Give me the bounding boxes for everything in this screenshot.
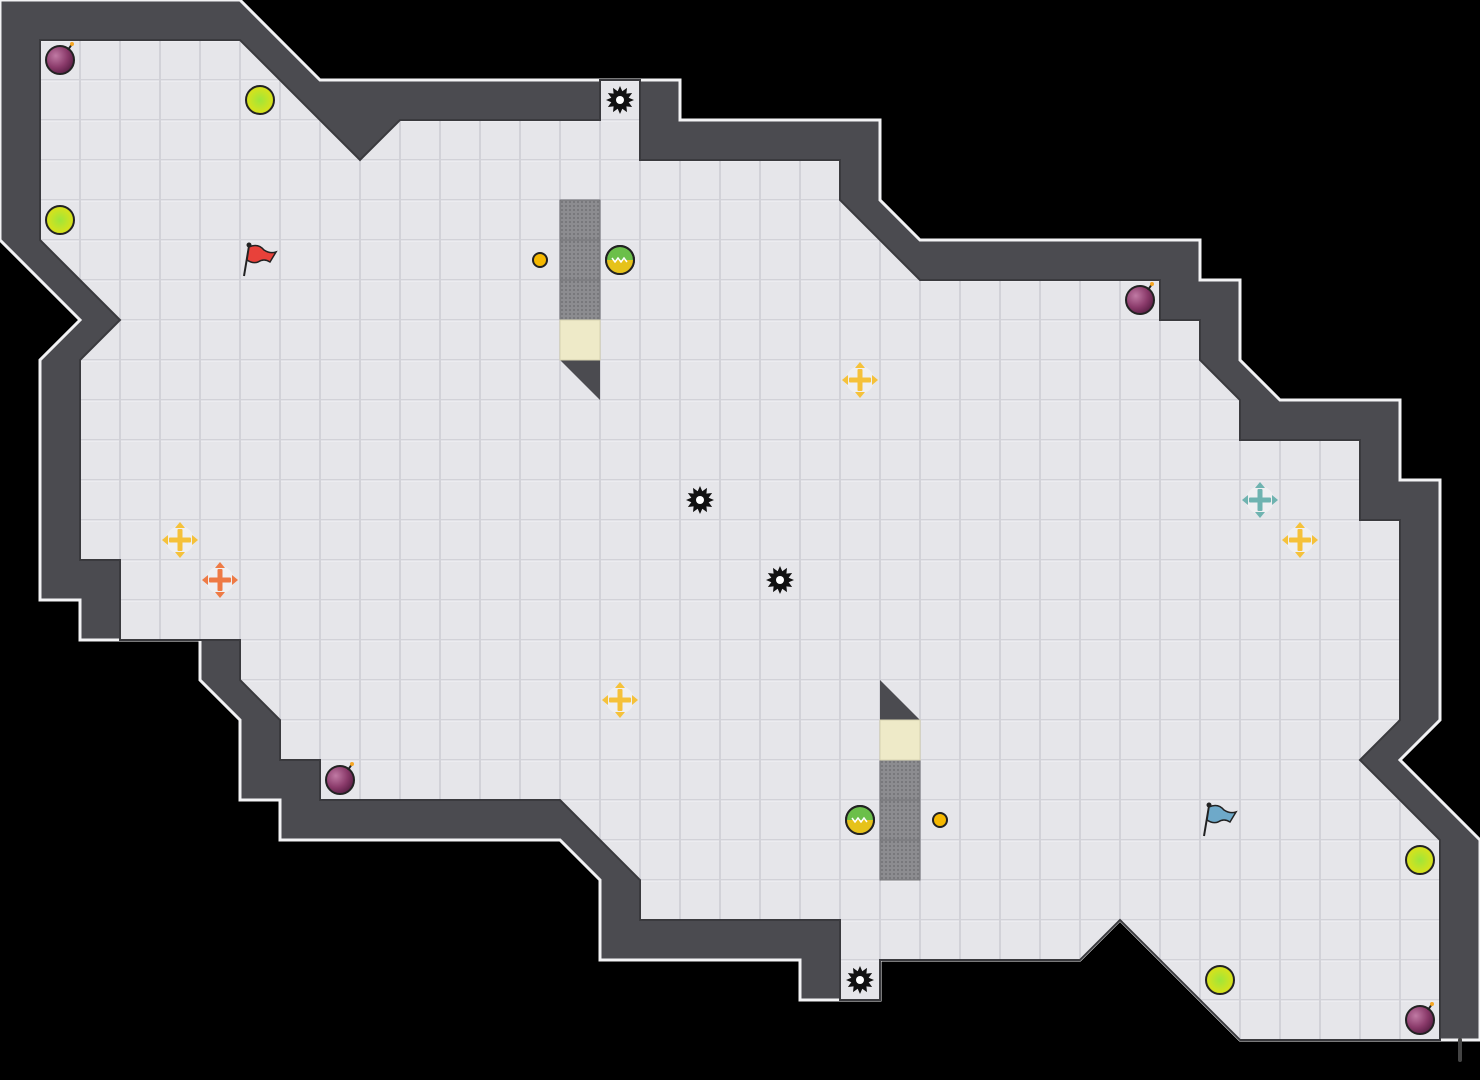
gate-tile: [559, 239, 601, 281]
gate-tile: [879, 759, 921, 801]
gate-tile: [559, 279, 601, 321]
gates-layer: [559, 199, 921, 881]
powerup-icon: [245, 85, 275, 115]
wall-corner: [880, 680, 920, 720]
blue-boost-icon: [1242, 482, 1278, 518]
gate-switch-tile: [559, 319, 601, 361]
arena-floor: [39, 39, 1441, 1041]
spike-icon: [766, 566, 794, 594]
corner-marker: [1458, 1038, 1462, 1062]
blue-flag-icon: [1203, 802, 1238, 837]
powerup-icon: [1205, 965, 1235, 995]
boost-icon: [602, 682, 638, 718]
spike-icon: [846, 966, 874, 994]
gate-tile: [879, 799, 921, 841]
gate-marker-icon: [605, 245, 635, 275]
button-icon: [532, 252, 548, 268]
gate-marker-icon: [845, 805, 875, 835]
red-flag-icon: [243, 242, 278, 277]
spike-icon: [606, 86, 634, 114]
bomb-icon: [325, 762, 355, 795]
bomb-icon: [45, 42, 75, 75]
red-boost-icon: [202, 562, 238, 598]
bomb-icon: [1405, 1002, 1435, 1035]
powerup-icon: [45, 205, 75, 235]
gate-tile: [559, 199, 601, 241]
gate-switch-layer: [559, 319, 921, 761]
wall-corner: [560, 360, 600, 400]
powerup-icon: [1405, 845, 1435, 875]
boost-icon: [162, 522, 198, 558]
gate-switch-tile: [879, 719, 921, 761]
boost-icon: [842, 362, 878, 398]
spike-icon: [686, 486, 714, 514]
boost-icon: [1282, 522, 1318, 558]
entities-layer: [45, 42, 1435, 1035]
gate-tile: [879, 839, 921, 881]
bomb-icon: [1125, 282, 1155, 315]
button-icon: [932, 812, 948, 828]
